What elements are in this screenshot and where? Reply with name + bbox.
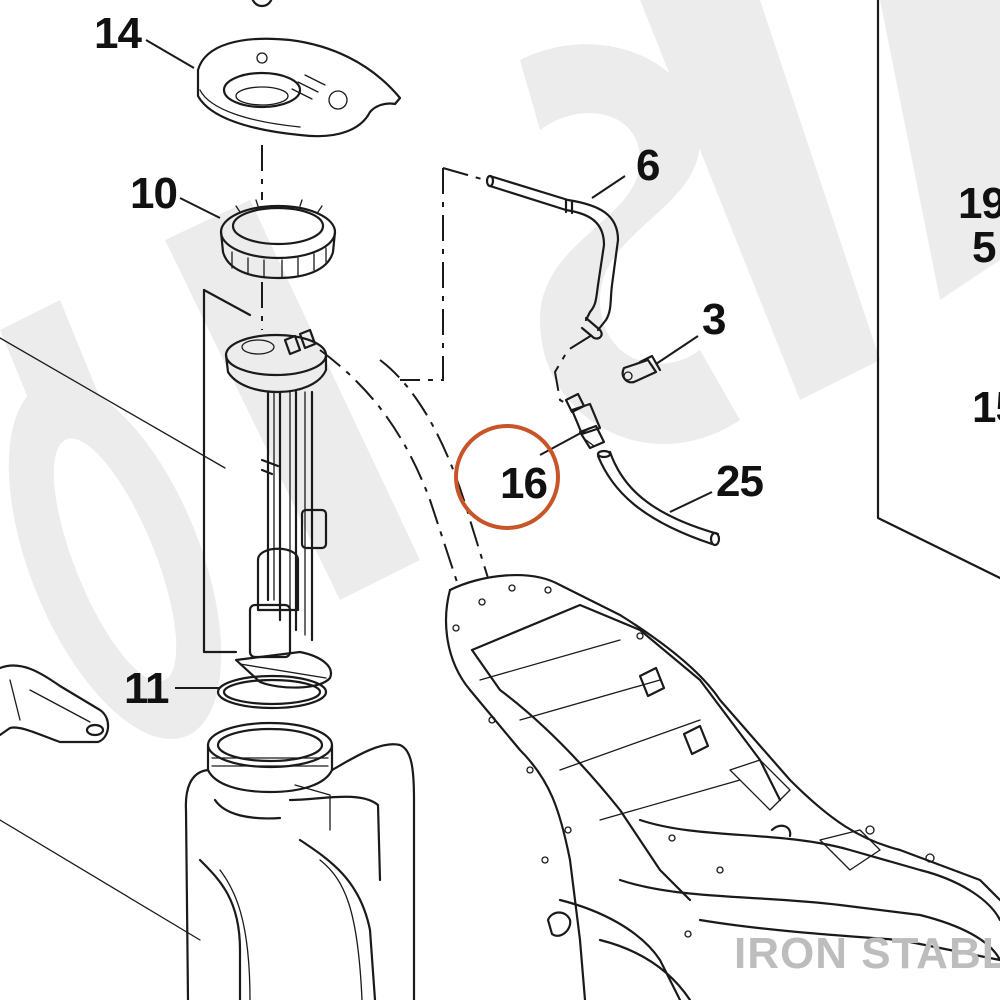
highlight-circle	[454, 424, 560, 530]
pump-module-bracket	[202, 167, 486, 654]
callout-16: 16	[500, 459, 547, 508]
callout-25: 25	[716, 457, 763, 506]
watermark-o-hole	[53, 438, 177, 682]
right-assembly-frame	[876, 0, 1000, 580]
part-14-pump-cover	[196, 0, 402, 138]
part-25-hose	[596, 449, 721, 547]
callout-11: 11	[124, 664, 169, 713]
callout-5: 5	[972, 223, 996, 272]
callout-6: 6	[636, 141, 659, 190]
callout-19: 19	[958, 179, 1000, 228]
callout-14: 14	[94, 9, 142, 58]
callout-3: 3	[702, 295, 725, 344]
part-11-o-ring	[216, 674, 328, 710]
left-bracket	[0, 664, 110, 744]
part-10-lock-ring	[219, 199, 337, 280]
reference-line-upper	[0, 337, 226, 469]
reference-line-lower	[0, 819, 201, 941]
motorcycle-frame	[319, 349, 1000, 1002]
callout-10: 10	[130, 169, 177, 218]
callout-15: 15	[972, 383, 1000, 432]
part-6-vent-hose	[485, 174, 620, 407]
part-3-clamp	[621, 354, 662, 384]
part-16-fitting	[564, 392, 606, 450]
callout-labels: 14 10 6 3 16 25 11 19 5 15	[94, 9, 1000, 713]
iron-stable-watermark: IRON STABLE	[734, 929, 1000, 978]
fuel-tank	[184, 721, 416, 1002]
